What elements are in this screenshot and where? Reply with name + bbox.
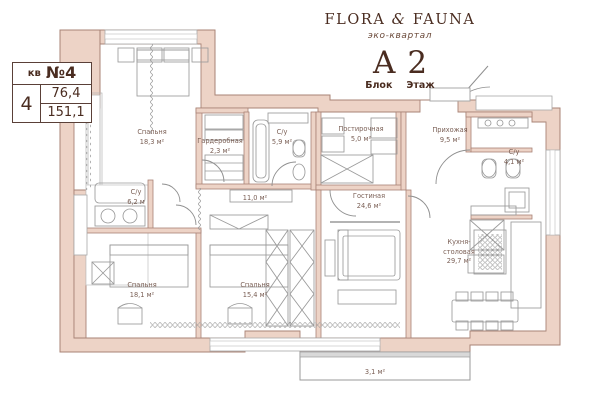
room-name: Спальня <box>127 281 157 289</box>
room-area: 9,5 м² <box>439 135 461 144</box>
room-area: 5,0 м² <box>350 134 372 143</box>
brand-name-left: FLORA <box>324 12 386 28</box>
room-name: Постирочная <box>338 125 384 133</box>
floor-number: 2 <box>407 45 440 81</box>
brand-name-right: FAUNA <box>412 12 476 28</box>
brand-tagline: эко-квартал <box>367 31 433 41</box>
room-name-line2: столовая <box>443 247 475 256</box>
brand-ampersand: & <box>391 10 407 28</box>
entry-door <box>429 65 491 102</box>
apartment-info-box: кв №4 4 76,4 151,1 <box>12 62 92 123</box>
room-area: 5,9 м² <box>271 137 293 146</box>
room-area: 4,1 м² <box>503 157 525 166</box>
room-name: Прихожая <box>432 126 468 134</box>
brand-block: FLORA & FAUNA эко-квартал <box>310 10 490 41</box>
room-name: Гардеробная <box>197 137 243 145</box>
room-area: 24,6 м² <box>356 201 382 210</box>
balcony <box>299 351 471 381</box>
block-floor-values: A2 <box>340 48 460 79</box>
apartment-prefix: кв <box>27 68 41 79</box>
interior-partitions <box>85 107 533 339</box>
room-area: 18,1 м² <box>129 290 155 299</box>
room-name: Кухня- <box>447 238 471 246</box>
hatching-layer <box>86 44 400 328</box>
room-name: Спальня <box>240 281 270 289</box>
block-floor-code: A2 Блок Этаж <box>340 48 460 92</box>
room-name: С/у <box>130 188 142 196</box>
room-area: 3,1 м² <box>364 368 386 376</box>
room-area: 18,3 м² <box>139 137 165 146</box>
room-name: С/у <box>508 148 520 156</box>
block-label: Блок <box>365 80 393 91</box>
furniture-layer <box>91 47 542 331</box>
room-area: 11,0 м² <box>242 194 268 202</box>
room-name: Гостиная <box>352 192 386 200</box>
doors-layer <box>161 149 471 226</box>
room-name: С/у <box>276 128 288 136</box>
windows-layer <box>73 29 561 352</box>
walls-layer <box>59 29 561 353</box>
area-living: 76,4 <box>41 85 91 104</box>
floor-label: Этаж <box>406 80 435 91</box>
room-area: 15,4 м² <box>242 290 268 299</box>
room-area: 29,7 м² <box>446 257 472 266</box>
brand-title: FLORA & FAUNA <box>310 10 490 28</box>
room-area: 2,3 м² <box>209 146 231 155</box>
apartment-number-row: кв №4 <box>13 63 91 85</box>
room-count: 4 <box>13 85 41 122</box>
room-label-corridor: 11,0 м² <box>232 194 278 204</box>
area-total: 151,1 <box>47 105 85 120</box>
block-letter: A <box>372 45 408 81</box>
room-name: Спальня <box>137 128 167 136</box>
apartment-number: №4 <box>45 63 77 82</box>
room-area: 6,2 м <box>127 197 145 206</box>
terrace <box>475 95 553 111</box>
room-label-balcony: 3,1 м² <box>352 368 398 378</box>
